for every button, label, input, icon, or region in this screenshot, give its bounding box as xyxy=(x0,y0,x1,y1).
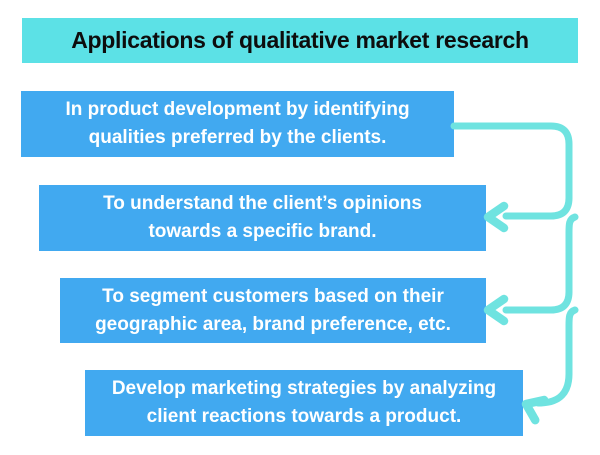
application-box-2-text: To understand the client’s opinions towa… xyxy=(103,193,422,242)
application-box-3-text: To segment customers based on their geog… xyxy=(95,285,451,335)
application-box-1-text: In product development by identifying qu… xyxy=(65,99,410,148)
page-title: Applications of qualitative market resea… xyxy=(71,27,529,53)
application-box-2: To understand the client’s opinions towa… xyxy=(39,185,486,251)
title-banner: Applications of qualitative market resea… xyxy=(22,18,578,63)
arrowhead-into-box3-icon xyxy=(483,294,509,326)
connector-trunk-to-box4 xyxy=(534,306,579,407)
arrowhead-into-box2-icon xyxy=(483,201,509,233)
application-box-3: To segment customers based on their geog… xyxy=(60,278,486,343)
connector-trunk-to-box3 xyxy=(502,213,579,314)
arrowhead-into-box4-icon xyxy=(521,395,549,425)
application-box-4-text: Develop marketing strategies by analyzin… xyxy=(111,378,497,427)
application-box-4: Develop marketing strategies by analyzin… xyxy=(85,370,523,436)
application-box-1: In product development by identifying qu… xyxy=(21,91,454,157)
